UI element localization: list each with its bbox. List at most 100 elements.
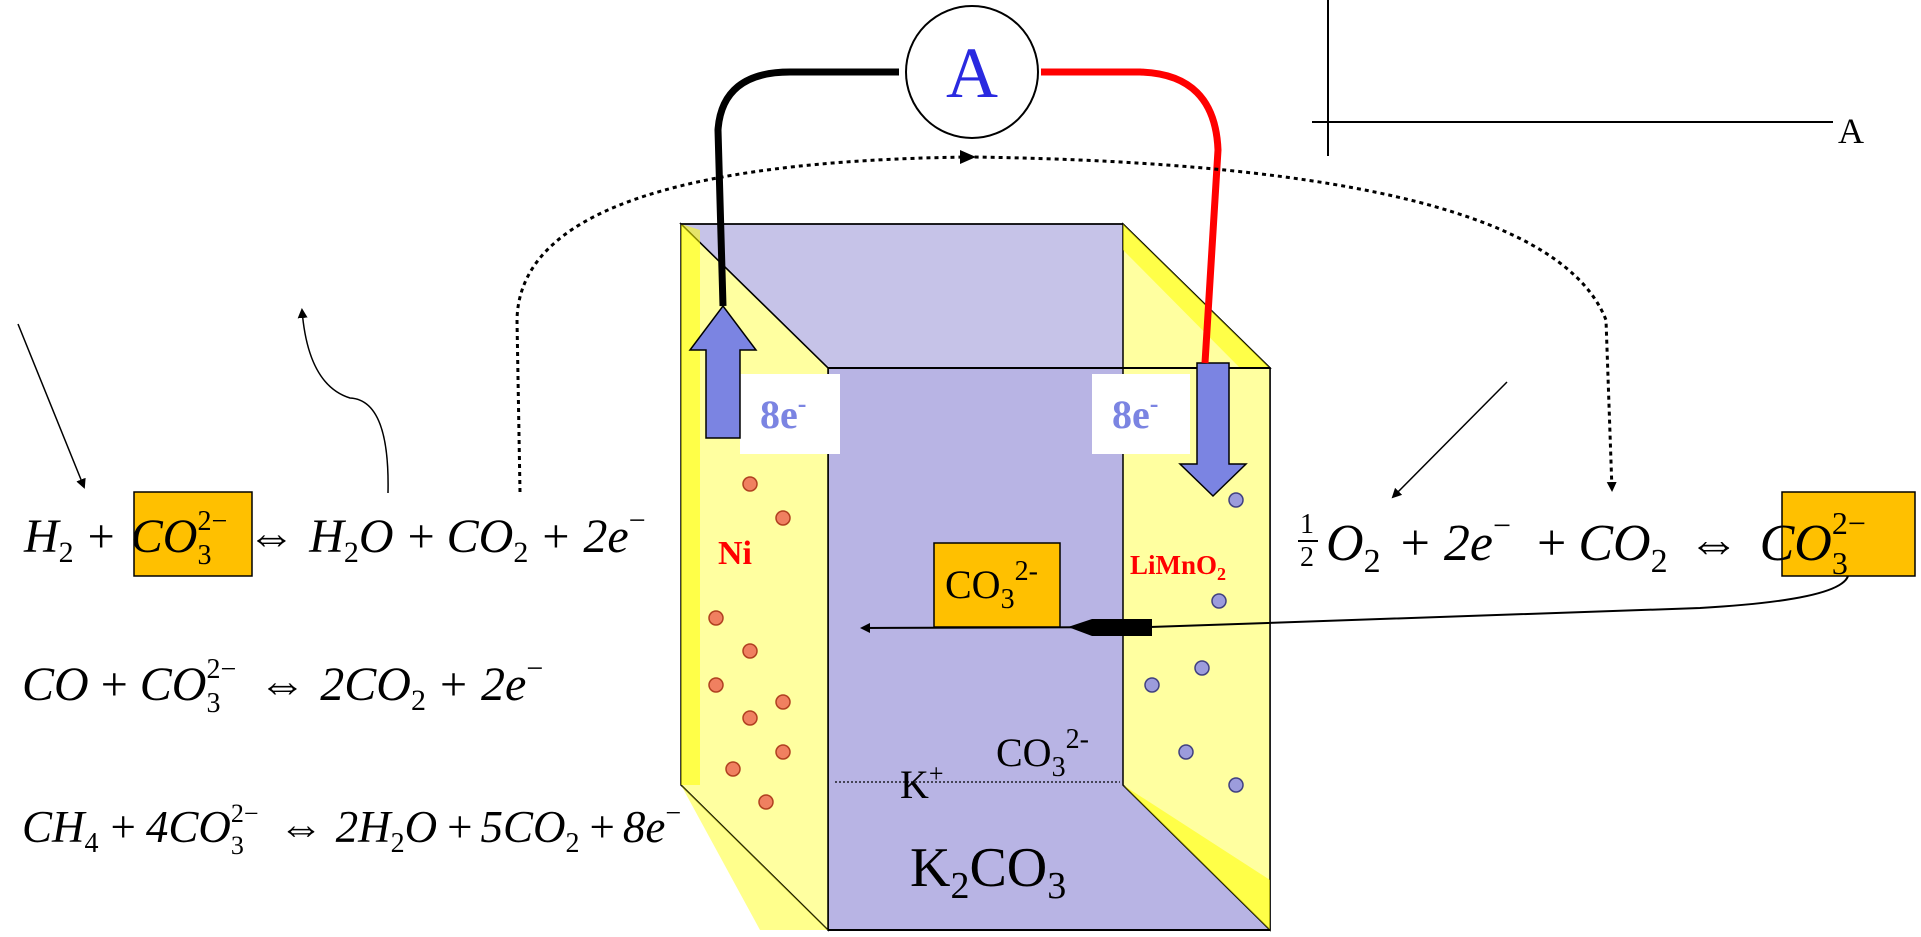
migrating-ion-sup: 2- xyxy=(1015,556,1038,587)
cathode-material-subscript: 2 xyxy=(1217,564,1226,584)
co2-arc-midarrow xyxy=(960,150,976,164)
anode-electron-box xyxy=(740,374,840,454)
cathode-plus1: + xyxy=(1401,515,1430,572)
cathode-electron-label: 8e- xyxy=(1112,389,1158,437)
eq3-plus3: + xyxy=(590,802,615,852)
electrolyte-sub-a: 2 xyxy=(950,865,969,907)
ammeter xyxy=(905,5,1039,139)
eq1-electrons: 2e xyxy=(583,510,628,563)
cathode-electron-text: 8e xyxy=(1112,392,1150,437)
cathode-equation: O2+2e−+CO2⇔CO32− xyxy=(1326,505,1866,581)
eq3-electrons: 8e xyxy=(623,802,665,852)
carbonate-return-line xyxy=(1149,575,1849,628)
eq1-co2-sub: 2 xyxy=(513,536,528,569)
cathode-slab-edge xyxy=(1123,224,1270,368)
eq2-co: CO xyxy=(22,658,89,711)
cathode-o2: O xyxy=(1326,515,1364,572)
eq3-arrow: ⇔ xyxy=(279,802,324,852)
cathode-slab-bottom xyxy=(1123,785,1270,930)
eq1-co2: CO xyxy=(447,510,514,563)
anode-wire xyxy=(714,68,899,307)
electrolyte-text-a: K xyxy=(910,837,950,899)
cathode-o2-sub: 2 xyxy=(1364,543,1381,580)
eq3-carbonate-sup: 2− xyxy=(231,799,259,828)
eq2-carbonate: CO xyxy=(140,658,207,711)
eq1-plus3: + xyxy=(542,510,569,563)
eq2-co2-sub: 2 xyxy=(411,684,426,717)
cathode-particles xyxy=(1144,492,1244,793)
eq3-water-h: 2H xyxy=(336,802,394,852)
cation-label: K+ xyxy=(900,759,944,807)
outlet-pointer-arrow xyxy=(297,308,389,494)
graph-x-axis-label: A xyxy=(1838,111,1864,151)
eq1-water-o: O xyxy=(359,510,394,563)
cation-text: K xyxy=(900,762,929,807)
cathode-material-label: LiMnO2 xyxy=(1130,550,1226,584)
eq3-water-o: O xyxy=(405,802,438,852)
eq3-water-sub: 2 xyxy=(391,828,405,859)
cathode-electron-box xyxy=(1092,374,1190,454)
eq1-water-sub: 2 xyxy=(344,536,359,569)
anode-equation-2: CO+CO32−⇔2CO2+2e− xyxy=(22,652,543,719)
eq2-electrons-sup: − xyxy=(526,652,543,685)
eq3-ch4: CH xyxy=(22,802,87,852)
eq2-electrons: 2e xyxy=(481,658,526,711)
anode-electron-label: 8e- xyxy=(760,389,806,437)
cathode-inlet-pointer xyxy=(1391,381,1508,499)
eq2-carbonate-sub: 3 xyxy=(206,688,220,719)
cathode-carbonate-box xyxy=(1781,491,1916,577)
anode-material-label: Ni xyxy=(718,535,752,572)
anode-particles xyxy=(708,476,791,810)
electrolyte-sub-b: 3 xyxy=(1047,865,1066,907)
eq1-carbonate-box xyxy=(133,491,253,577)
anode-equation-3: CH4+4CO32−⇔2H2O+5CO2+8e− xyxy=(22,798,681,860)
anode-equation-1: H2+CO32−⇔H2O+CO2+2e− xyxy=(23,504,646,571)
cathode-arrow: ⇔ xyxy=(1688,515,1740,572)
migrating-ion-box xyxy=(933,542,1061,628)
eq1-arrow: ⇔ xyxy=(247,510,295,563)
cathode-carbonate: CO xyxy=(1760,515,1832,572)
cathode-carbonate-sub: 3 xyxy=(1832,545,1848,581)
inlet-pointer-arrow xyxy=(17,323,86,489)
eq2-carbonate-sup: 2− xyxy=(206,654,236,685)
eq1-plus2: + xyxy=(408,510,435,563)
anion-text: CO xyxy=(996,730,1052,775)
electrolyte-text-b: CO xyxy=(969,837,1047,899)
eq1-h2: H xyxy=(23,510,61,563)
cation-sup: + xyxy=(929,759,944,788)
carbonate-migration-arrowhead xyxy=(1068,619,1152,636)
eq1-plus1: + xyxy=(88,510,115,563)
eq3-carbonate: 4CO xyxy=(146,802,231,852)
migrating-ion-label: CO32- xyxy=(945,556,1038,615)
anode-slab-edge xyxy=(681,224,700,785)
eq3-co2-sub: 2 xyxy=(566,828,580,859)
eq3-plus2: + xyxy=(447,802,472,852)
migrating-ion-sub: 3 xyxy=(1001,584,1015,615)
cathode-carbonate-sup: 2− xyxy=(1832,505,1866,541)
anode-slab-bottom xyxy=(681,785,828,930)
anode-electron-sup: - xyxy=(798,389,807,418)
eq1-electrons-sup: − xyxy=(629,504,646,537)
cathode-electrons-sup: − xyxy=(1493,507,1511,543)
eq1-h2-sub: 2 xyxy=(59,536,74,569)
eq1-carbonate-sub: 3 xyxy=(197,540,211,571)
eq2-plus2: + xyxy=(440,658,467,711)
eq3-electrons-sup: − xyxy=(665,798,681,829)
eq3-carbonate-sub: 3 xyxy=(231,831,244,860)
cathode-material-text: LiMnO xyxy=(1130,550,1217,580)
eq2-co2: 2CO xyxy=(320,658,411,711)
cathode-co2-sub: 2 xyxy=(1651,543,1668,580)
anion-sub: 3 xyxy=(1052,752,1066,783)
eq3-ch4-sub: 4 xyxy=(85,828,99,859)
cathode-electron-down-arrow xyxy=(1178,362,1248,498)
eq1-water-h: H xyxy=(308,510,346,563)
anode-electron-up-arrow xyxy=(688,304,758,439)
eq3-plus1: + xyxy=(111,802,136,852)
co2-recycle-arc xyxy=(515,155,1617,493)
cathode-wire xyxy=(1041,68,1222,364)
anion-label: CO32- xyxy=(996,724,1089,783)
eq2-plus1: + xyxy=(101,658,128,711)
cathode-electron-sup: - xyxy=(1150,389,1159,418)
eq2-arrow: ⇔ xyxy=(258,658,306,711)
